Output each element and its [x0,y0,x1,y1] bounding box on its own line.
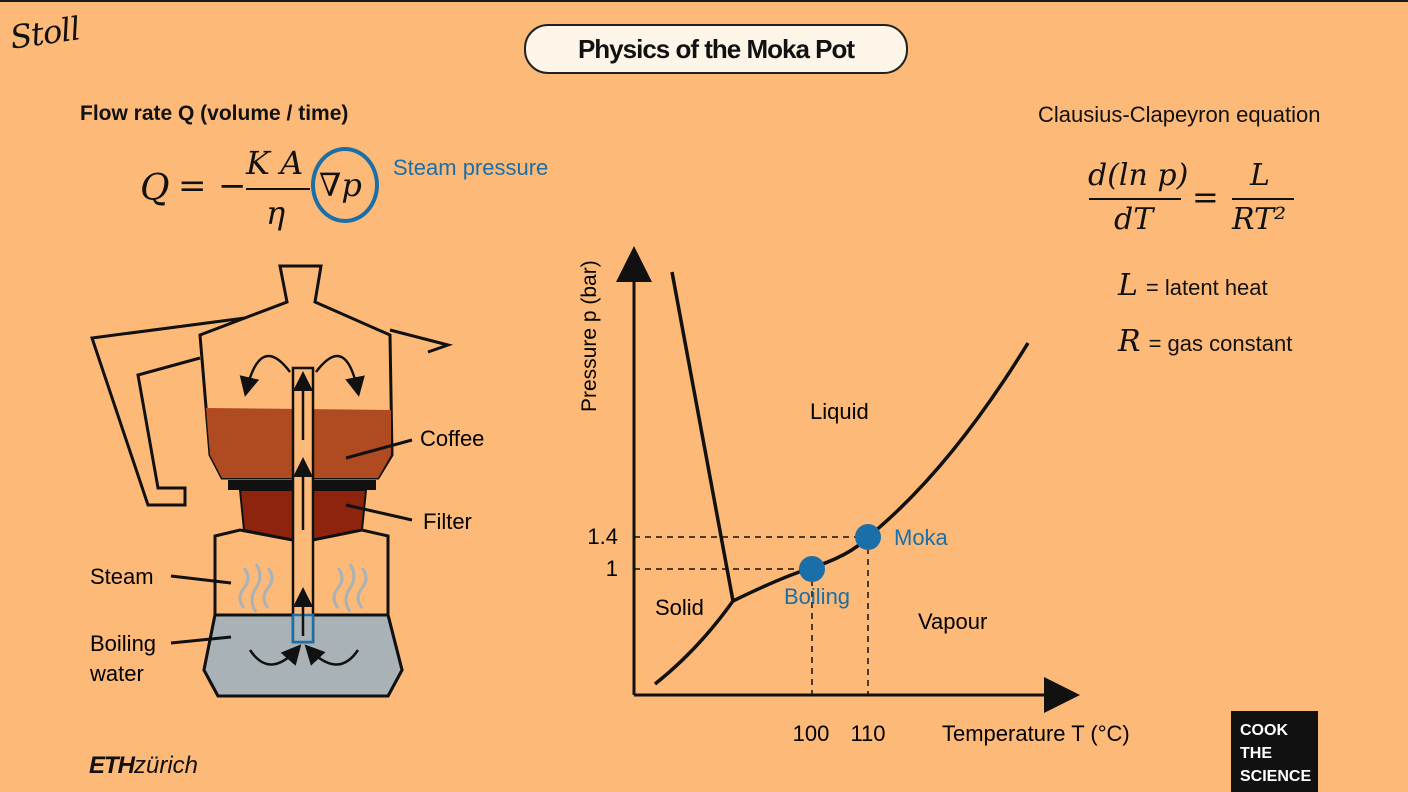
guide-lines [634,536,869,695]
curved-arrow-icon [239,354,291,397]
moka-point-label: Moka [894,525,949,550]
region-solid-label: Solid [655,595,704,620]
boiling-water [202,613,404,698]
cc-rhs-numerator: L [1250,158,1270,193]
cc-equals: = [1192,178,1219,216]
badge-line: THE [1240,745,1272,762]
cc-lhs-denominator: dT [1114,202,1154,237]
badge-line: COOK [1240,722,1288,739]
badge-line: SCIENCE [1240,768,1312,785]
filter-label: Filter [423,509,472,534]
y-tick-label: 1.4 [587,524,618,549]
vaporization-curve [732,342,1030,603]
cook-the-science-badge: COOK THE SCIENCE [1231,711,1318,792]
steam-label: Steam [90,564,154,589]
definition-latent-heat: L = latent heat [1118,268,1268,303]
cc-rhs-denominator: RT² [1232,202,1287,237]
cc-rhs-bar [1232,198,1294,200]
curved-arrow-icon [304,644,360,666]
y-tick-label: 1 [606,556,618,581]
water-leader-line [170,635,232,645]
q-symbol: Q [140,168,170,209]
boiling-point-marker [799,556,825,582]
x-axis-title: Temperature T (°C) [942,721,1130,746]
region-vapour-label: Vapour [918,609,987,634]
coffee-leader-line [345,438,413,460]
eth-logo-bold: ETH [89,752,135,779]
fraction-numerator: K A [246,144,304,182]
steam-pressure-label: Steam pressure [393,155,549,180]
y-axis-title: Pressure p (bar) [578,260,601,412]
definition-symbol: R [1118,324,1141,359]
boiling-point-label: Boiling [784,584,850,609]
minus-sign: − [218,166,247,206]
melting-curve [670,271,735,602]
definition-text: = gas constant [1148,331,1293,356]
curved-arrow-icon [248,644,302,666]
flow-rate-heading: Flow rate Q (volume / time) [80,102,349,125]
definition-text: = latent heat [1145,275,1268,300]
eth-logo-rest: zürich [134,752,199,779]
curved-arrow-icon [315,354,365,397]
pot-spout [389,328,454,354]
fraction-denominator: η [266,194,286,232]
definition-symbol: L [1118,268,1138,303]
fraction-bar [246,188,310,190]
cc-lhs-numerator: d(ln p) [1088,158,1189,193]
filter-leader-line [345,503,413,522]
region-liquid-label: Liquid [810,399,869,424]
x-tick-label: 100 [793,721,830,746]
coffee-label: Coffee [420,426,484,451]
x-tick-label: 110 [850,721,885,746]
eth-zurich-logo: ETHzürich [89,752,198,780]
equals-sign: = [178,166,207,206]
moka-point-marker [855,524,881,550]
pot-handle [89,316,246,507]
steam-leader-line [170,574,232,585]
page-title: Physics of the Moka Pot [524,24,908,74]
sublimation-curve [653,599,735,686]
steam-pressure-circle [311,147,379,223]
clausius-clapeyron-heading: Clausius-Clapeyron equation [1038,102,1321,127]
water-label: water [89,661,144,686]
steam-wisps-icon [238,563,368,613]
top-border [0,0,1408,2]
boiling-label: Boiling [90,631,156,656]
cc-lhs-bar [1089,198,1181,200]
gradient-p: ∇p [319,166,362,204]
definition-gas-constant: R = gas constant [1118,324,1292,359]
